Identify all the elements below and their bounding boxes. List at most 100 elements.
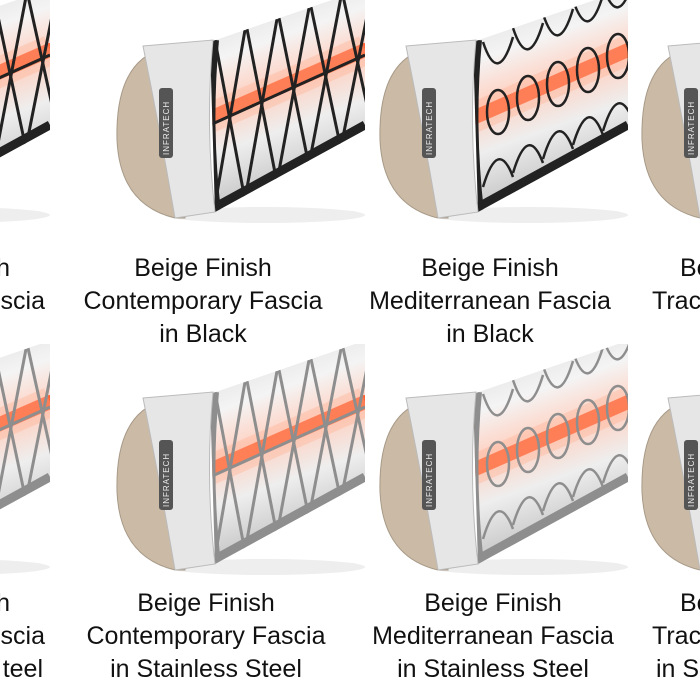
heating-element	[473, 43, 628, 125]
heater-body	[210, 0, 365, 212]
heater-image: INFRATECH	[116, 344, 365, 575]
caption-line: h	[0, 254, 10, 282]
heater-image: INFRATECH	[379, 344, 628, 575]
brand-logo: INFRATECH	[162, 453, 171, 507]
end-plate	[142, 391, 216, 571]
heater-body	[0, 0, 50, 158]
grille-bar	[0, 0, 28, 155]
product-caption[interactable]: h scia teel	[0, 587, 45, 686]
brand-logo: INFRATECH	[687, 453, 696, 507]
heater-image: INFRATECH	[0, 0, 90, 222]
badge	[684, 440, 698, 510]
heater-body	[0, 344, 50, 510]
caption-line: Beige Finish	[424, 589, 562, 617]
end-plate	[142, 39, 216, 219]
grille-ring	[485, 440, 511, 488]
product-caption[interactable]: Be Trac in S	[652, 587, 700, 686]
end-plate	[667, 42, 700, 219]
grille-bar	[0, 348, 28, 507]
grille-curve	[511, 22, 545, 174]
badge	[684, 88, 698, 158]
caption-line: in S	[656, 655, 700, 683]
grille-ring	[575, 46, 601, 94]
brand-logo: INFRATECH	[425, 101, 434, 155]
badge	[159, 88, 173, 158]
caption-line: Beige Finish	[134, 254, 272, 282]
brand-logo: INFRATECH	[162, 101, 171, 155]
grille-bar	[210, 53, 365, 127]
heater-image: INFRATECH	[641, 42, 700, 219]
grille-bar	[60, 0, 90, 120]
caption-line: Mediterranean Fascia	[369, 287, 611, 315]
grille-bar	[341, 0, 365, 138]
end-plate	[667, 394, 700, 571]
grille-bar	[26, 0, 50, 138]
grille-curve	[571, 0, 605, 146]
caption-line: Be	[680, 589, 700, 617]
grille-bar	[0, 53, 50, 127]
product-caption[interactable]: Beige Finish Mediterranean Fascia in Bla…	[350, 252, 630, 351]
heater-body	[473, 0, 628, 212]
badge	[159, 440, 173, 510]
caption-line: Contemporary Fascia	[83, 287, 323, 315]
grille-bar	[60, 0, 90, 115]
grille-bar	[245, 18, 279, 189]
fascia-bottom	[473, 121, 628, 212]
heater-image: INFRATECH	[0, 337, 90, 574]
grille-bar	[60, 337, 90, 467]
shadow	[0, 208, 50, 222]
grille-curve	[511, 374, 545, 526]
grille-ring	[575, 398, 601, 446]
heating-element	[0, 395, 50, 477]
heating-element	[210, 395, 365, 477]
grille-curve	[481, 36, 515, 188]
caption-line: scia	[0, 622, 45, 650]
grille-ring	[605, 32, 628, 80]
grille-ring	[545, 412, 571, 460]
product-caption[interactable]: Beige Finish Contemporary Fascia in Blac…	[63, 252, 343, 351]
fascia-bottom	[473, 473, 628, 564]
caption-line: Trac	[652, 622, 700, 650]
brand-logo: INFRATECH	[425, 453, 434, 507]
shadow	[0, 560, 50, 574]
grille-curve	[481, 388, 515, 540]
product-caption[interactable]: Beige Finish Mediterranean Fascia in Sta…	[353, 587, 633, 686]
grille-ring	[545, 60, 571, 108]
badge	[422, 88, 436, 158]
caption-line: in Stainless Steel	[397, 655, 589, 683]
grille-curve	[541, 8, 575, 160]
grille-bar	[309, 348, 343, 507]
grille-bar	[309, 0, 343, 155]
caption-line: in Stainless Steel	[110, 655, 302, 683]
grille-ring	[485, 88, 511, 136]
heater-image: INFRATECH	[116, 0, 365, 223]
grille-bar	[210, 405, 365, 479]
grille-bar	[26, 344, 50, 490]
grille-bar	[277, 7, 311, 172]
heating-element	[0, 43, 50, 125]
caption-line: in Black	[446, 320, 534, 348]
heating-element	[473, 395, 628, 477]
caption-line: Trac	[652, 287, 700, 315]
grille-bar	[0, 405, 50, 479]
grille-bar	[245, 370, 279, 541]
product-caption[interactable]: Be Trac	[652, 252, 700, 318]
end-plate	[405, 391, 479, 571]
caption-line: h	[0, 589, 10, 617]
caption-line: scia	[0, 287, 45, 315]
caption-line: in Black	[159, 320, 247, 348]
badge	[422, 440, 436, 510]
product-caption[interactable]: Beige Finish Contemporary Fascia in Stai…	[66, 587, 346, 686]
end-plate	[405, 39, 479, 219]
grille-bar	[277, 359, 311, 524]
grille-bar	[341, 344, 365, 490]
product-caption[interactable]: h scia	[0, 252, 45, 318]
grille-curve	[571, 346, 605, 498]
caption-line: Contemporary Fascia	[86, 622, 326, 650]
grille-curve	[541, 360, 575, 512]
caption-line: teel	[2, 655, 43, 683]
grille-ring	[605, 384, 628, 432]
heater-body	[210, 344, 365, 564]
